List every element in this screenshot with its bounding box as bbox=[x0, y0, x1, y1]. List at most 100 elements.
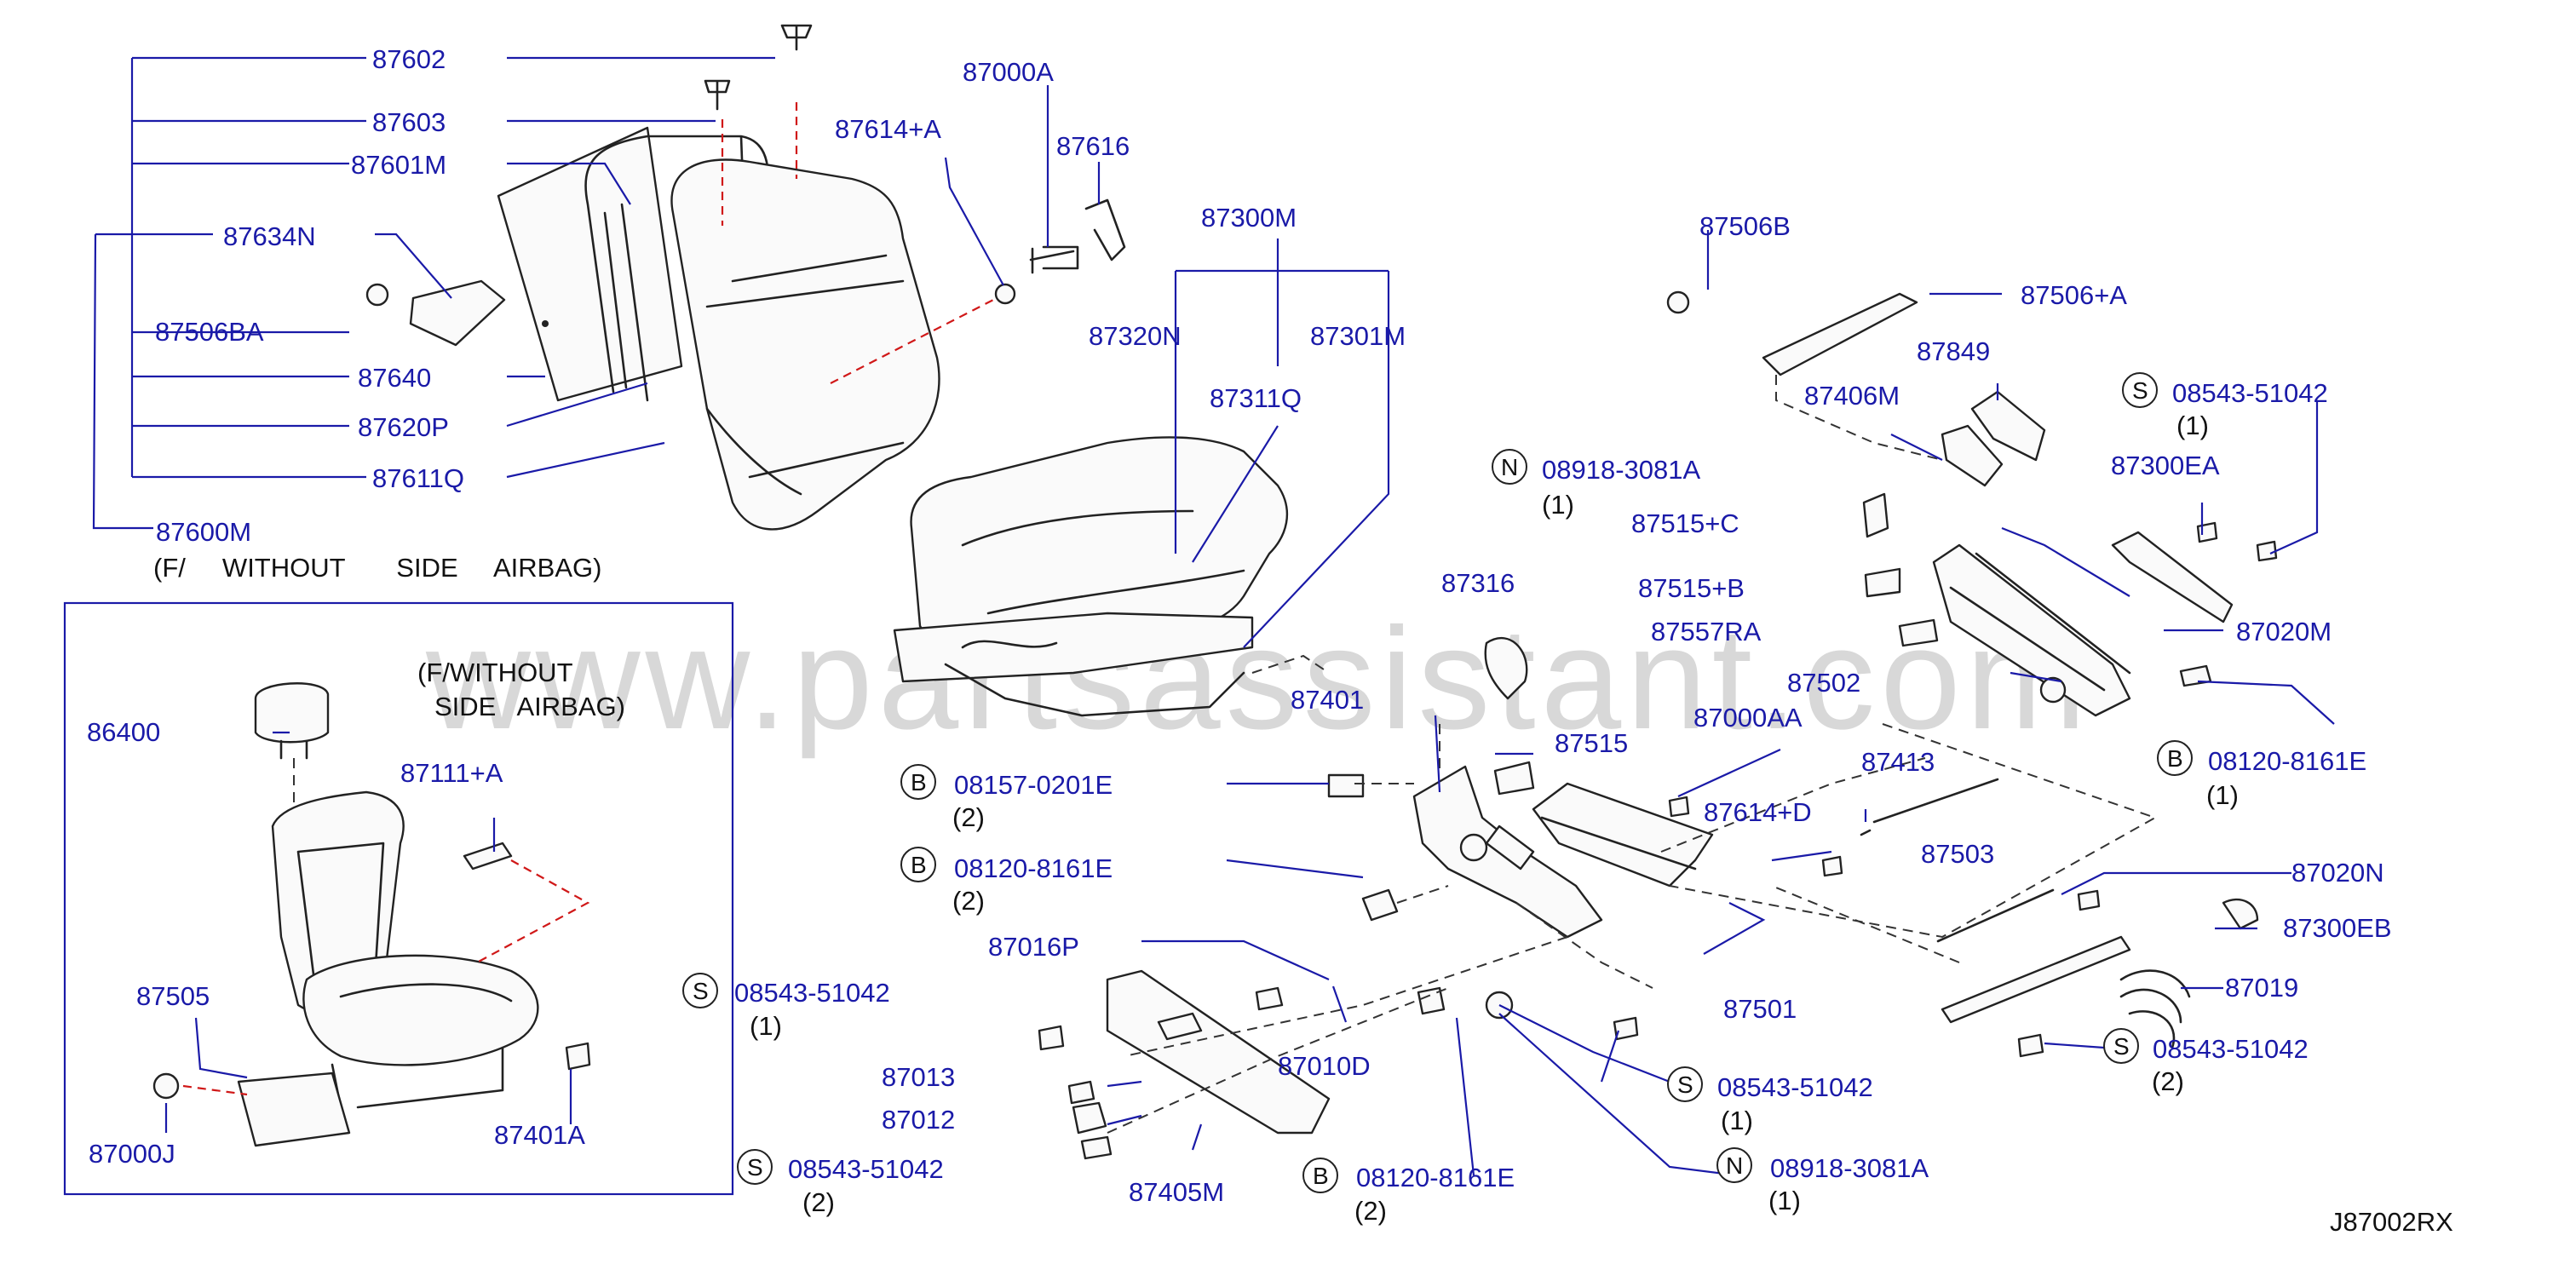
svg-text:08918-3081A: 08918-3081A bbox=[1542, 455, 1700, 485]
inset-box bbox=[63, 601, 734, 1196]
label-87300M: 87300M bbox=[1201, 203, 1297, 233]
svg-text:08120-8161E: 08120-8161E bbox=[2208, 746, 2366, 776]
label-87502: 87502 bbox=[1787, 668, 1860, 698]
svg-text:(2): (2) bbox=[2152, 1066, 2184, 1096]
label-87010D: 87010D bbox=[1278, 1051, 1371, 1081]
seat-back-drawing bbox=[365, 24, 1126, 531]
svg-text:S: S bbox=[693, 978, 709, 1004]
label-87000J: 87000J bbox=[89, 1139, 175, 1169]
label-87111A: 87111+A bbox=[400, 758, 503, 788]
label-87506BA: 87506BA bbox=[155, 317, 264, 347]
svg-text:(2): (2) bbox=[952, 886, 985, 916]
callout-s5: S 08543-51042 (2) bbox=[2103, 1028, 2309, 1096]
part-labels: 87602 87603 87601M 87634N 87506BA 87640 … bbox=[87, 44, 2453, 1237]
label-87506A: 87506+A bbox=[2021, 280, 2127, 310]
svg-text:(1): (1) bbox=[1768, 1186, 1801, 1215]
label-87311Q: 87311Q bbox=[1210, 383, 1302, 413]
svg-text:S: S bbox=[747, 1154, 763, 1181]
svg-text:08157-0201E: 08157-0201E bbox=[954, 770, 1113, 800]
callout-s4: S 08543-51042 (1) bbox=[1667, 1066, 1873, 1135]
label-87614A: 87614+A bbox=[835, 114, 941, 144]
svg-text:B: B bbox=[911, 852, 927, 878]
label-87506B: 87506B bbox=[1699, 211, 1791, 241]
callout-b2: B 08157-0201E (2) bbox=[900, 764, 1113, 832]
callout-s3: S 08543-51042 (2) bbox=[737, 1149, 944, 1217]
svg-text:08918-3081A: 08918-3081A bbox=[1770, 1153, 1929, 1183]
inset-seat-drawing bbox=[152, 682, 591, 1147]
inset-note-1: (F/WITHOUT bbox=[417, 658, 573, 687]
label-87640: 87640 bbox=[358, 363, 431, 393]
label-87300EA: 87300EA bbox=[2111, 451, 2220, 480]
label-87620P: 87620P bbox=[358, 412, 449, 442]
label-87503: 87503 bbox=[1921, 839, 1994, 869]
svg-text:B: B bbox=[911, 769, 927, 796]
svg-text:(2): (2) bbox=[802, 1187, 835, 1217]
svg-text:(1): (1) bbox=[750, 1011, 782, 1041]
svg-text:N: N bbox=[1501, 454, 1518, 480]
callout-b3: B 08120-8161E (2) bbox=[900, 847, 1113, 916]
callout-n1: N 08918-3081A (1) bbox=[1492, 449, 1700, 520]
seat-cushion-drawing bbox=[893, 436, 1289, 717]
label-87012: 87012 bbox=[882, 1105, 955, 1135]
label-87557RA: 87557RA bbox=[1651, 617, 1762, 646]
label-87019: 87019 bbox=[2225, 973, 2298, 1003]
svg-text:B: B bbox=[1313, 1163, 1329, 1189]
label-87505: 87505 bbox=[136, 981, 210, 1011]
label-87000AA: 87000AA bbox=[1693, 703, 1803, 733]
label-87611Q: 87611Q bbox=[372, 463, 464, 493]
label-87614D: 87614+D bbox=[1704, 797, 1812, 827]
label-86400: 86400 bbox=[87, 717, 160, 747]
leader-lines bbox=[92, 56, 2335, 1177]
label-87013: 87013 bbox=[882, 1062, 955, 1092]
callout-s1: S 08543-51042 (1) bbox=[2122, 372, 2328, 440]
label-87316: 87316 bbox=[1441, 568, 1515, 598]
svg-text:B: B bbox=[2167, 745, 2183, 772]
label-87602: 87602 bbox=[372, 44, 446, 74]
svg-text:(1): (1) bbox=[1721, 1106, 1753, 1135]
label-87601M: 87601M bbox=[351, 150, 446, 180]
svg-text:(1): (1) bbox=[2176, 411, 2209, 440]
assembly-dashed-lines bbox=[1107, 375, 2158, 1134]
svg-text:08543-51042: 08543-51042 bbox=[2153, 1034, 2309, 1064]
label-87515C: 87515+C bbox=[1631, 508, 1739, 538]
label-87000A: 87000A bbox=[963, 57, 1054, 87]
svg-text:08543-51042: 08543-51042 bbox=[2172, 378, 2328, 408]
svg-text:S: S bbox=[1677, 1072, 1693, 1098]
inset-note-2: SIDE AIRBAG) bbox=[434, 692, 625, 721]
svg-text:08120-8161E: 08120-8161E bbox=[954, 853, 1113, 883]
label-87616: 87616 bbox=[1056, 131, 1130, 161]
label-87413: 87413 bbox=[1861, 747, 1935, 777]
callout-s2: S 08543-51042 (1) bbox=[682, 973, 890, 1041]
label-87405M: 87405M bbox=[1129, 1177, 1224, 1207]
callout-n2: N 08918-3081A (1) bbox=[1716, 1147, 1929, 1215]
label-87401: 87401 bbox=[1291, 685, 1364, 715]
svg-text:S: S bbox=[2132, 377, 2148, 404]
svg-text:08543-51042: 08543-51042 bbox=[788, 1154, 944, 1184]
label-87406M: 87406M bbox=[1804, 381, 1900, 411]
svg-text:(1): (1) bbox=[2206, 780, 2239, 810]
diagram-code: J87002RX bbox=[2330, 1207, 2453, 1237]
label-87600M: 87600M bbox=[156, 517, 251, 547]
svg-text:(2): (2) bbox=[952, 802, 985, 832]
label-87634N: 87634N bbox=[223, 221, 316, 251]
callout-b1: B 08120-8161E (1) bbox=[2157, 740, 2366, 810]
svg-text:S: S bbox=[2113, 1033, 2130, 1060]
top-note: (F/ WITHOUT SIDE AIRBAG) bbox=[153, 553, 601, 583]
seat-frame-drawing bbox=[1038, 290, 2278, 1160]
label-87300EB: 87300EB bbox=[2283, 913, 2392, 943]
label-87016P: 87016P bbox=[988, 932, 1079, 962]
label-87515: 87515 bbox=[1555, 728, 1628, 758]
label-87301M: 87301M bbox=[1310, 321, 1406, 351]
label-87501: 87501 bbox=[1723, 994, 1797, 1024]
label-87515B: 87515+B bbox=[1638, 573, 1745, 603]
label-87020M: 87020M bbox=[2236, 617, 2332, 646]
svg-text:(2): (2) bbox=[1354, 1196, 1387, 1226]
label-87020N: 87020N bbox=[2291, 858, 2384, 888]
label-87849: 87849 bbox=[1917, 336, 1990, 366]
svg-text:08543-51042: 08543-51042 bbox=[734, 978, 890, 1008]
label-87320N: 87320N bbox=[1089, 321, 1182, 351]
callout-b4: B 08120-8161E (2) bbox=[1302, 1158, 1515, 1226]
watermark: www.partsassistant.com bbox=[425, 598, 2091, 760]
svg-text:N: N bbox=[1726, 1152, 1743, 1179]
